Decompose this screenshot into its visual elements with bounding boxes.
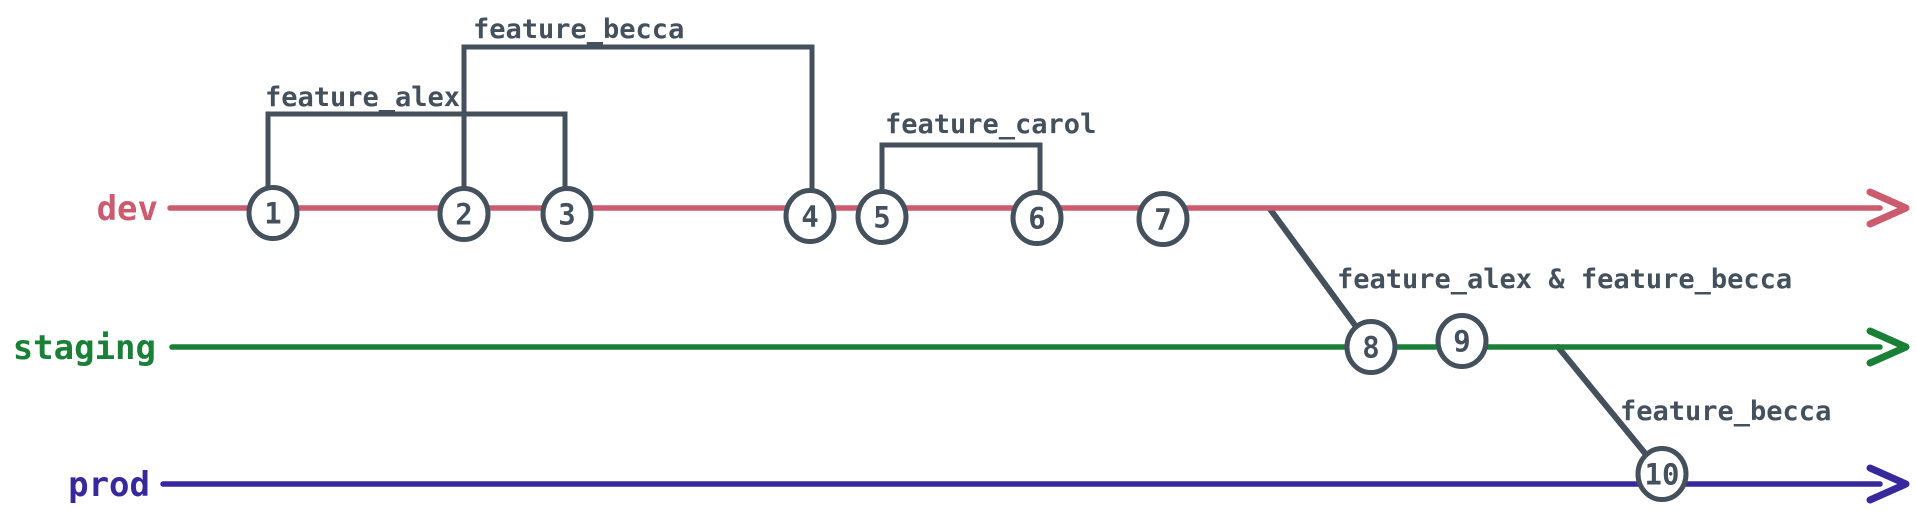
commit-number: 5 [873, 201, 890, 235]
feature-branch-label: feature_becca [473, 14, 684, 45]
feature-branch-label: feature_carol [885, 109, 1096, 140]
merge-label: feature_alex & feature_becca [1337, 264, 1792, 295]
branch-arrowhead-icon-staging [1866, 327, 1910, 367]
feature-branch-label: feature_alex [265, 82, 460, 113]
branch-arrowhead-icon-dev [1866, 188, 1910, 228]
feature-bracket [265, 111, 568, 192]
branch-label-prod: prod [68, 465, 150, 505]
commit-number: 10 [1645, 458, 1680, 492]
commit-number: 1 [264, 197, 281, 231]
commit-node-3 [540, 186, 594, 242]
commit-number: 3 [558, 198, 575, 232]
commit-number: 2 [455, 198, 472, 232]
commit-number: 4 [801, 200, 818, 234]
commit-node-1 [246, 185, 300, 241]
commit-node-5 [855, 189, 909, 245]
commit-node-9 [1435, 313, 1489, 369]
commit-node-7 [1136, 191, 1190, 247]
branch-label-dev: dev [97, 189, 158, 229]
merge-diagonal-line [1267, 206, 1374, 350]
commit-number: 8 [1362, 331, 1379, 365]
commit-node-6 [1010, 190, 1064, 246]
commit-number: 7 [1154, 203, 1171, 237]
branch-arrowhead-icon-prod [1866, 464, 1910, 504]
commit-number: 9 [1453, 325, 1470, 359]
feature-bracket [879, 142, 1043, 196]
feature-bracket [461, 44, 815, 194]
branch-label-staging: staging [13, 328, 156, 368]
commit-node-2 [437, 186, 491, 242]
commit-number: 6 [1028, 202, 1045, 236]
commit-node-10 [1635, 446, 1689, 502]
commit-node-4 [783, 188, 837, 244]
commit-node-8 [1344, 319, 1398, 375]
merge-label: feature_becca [1620, 396, 1831, 427]
